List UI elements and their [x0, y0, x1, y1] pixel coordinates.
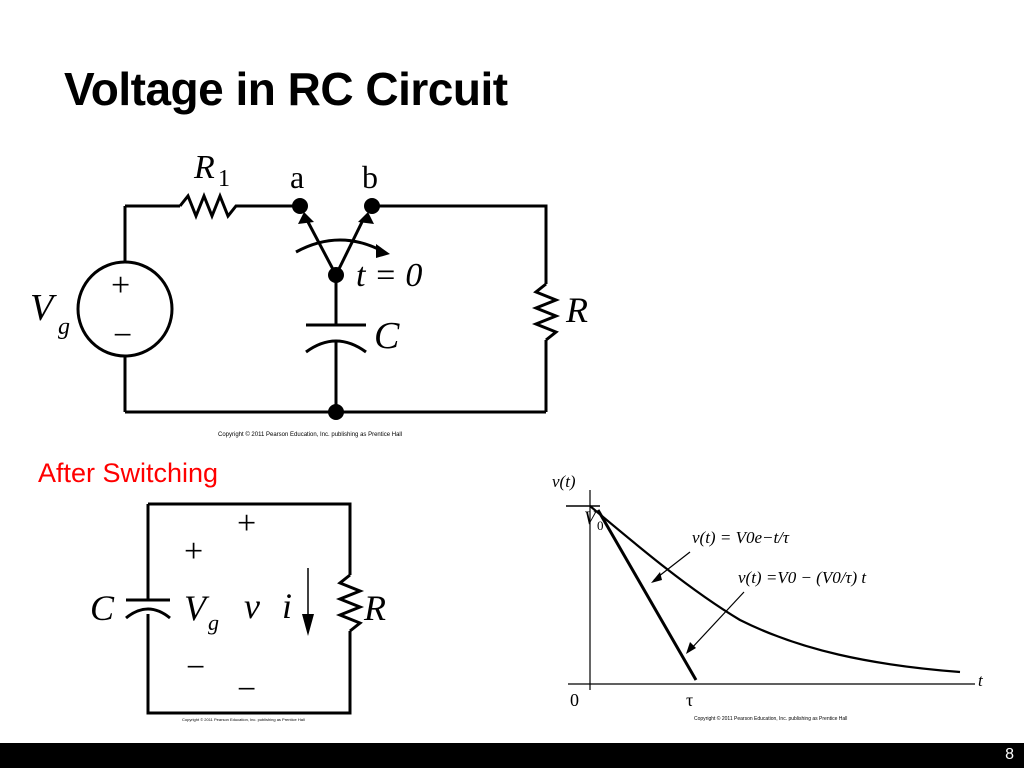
x-axis-label: t — [978, 671, 984, 690]
curve-callout-arrowhead — [651, 572, 662, 583]
v0-sub: 0 — [597, 518, 604, 533]
resistor-r1 — [178, 191, 244, 221]
rc-switch-circuit — [76, 191, 561, 414]
circuit1-nodes — [292, 198, 390, 420]
page-number: 8 — [1005, 746, 1014, 763]
graph-arrowheads — [651, 572, 696, 654]
capacitor-label: C — [374, 315, 400, 357]
after-switching-label: After Switching — [38, 458, 219, 488]
resistor-r2 — [335, 573, 365, 633]
bottom-node-dot — [328, 404, 344, 420]
switch-arm-a — [306, 221, 338, 276]
switch-arrow-right — [358, 212, 374, 224]
resistor2-label: R — [363, 588, 386, 628]
arc-arrowhead — [376, 244, 390, 258]
v-label: v — [244, 586, 260, 626]
tangent-callout-line — [689, 591, 745, 651]
resistor-r — [531, 282, 561, 342]
switch-pivot-dot — [328, 267, 344, 283]
tangent-line — [596, 509, 698, 681]
i-label: i — [282, 586, 292, 626]
graph-copyright: Copyright © 2011 Pearson Education, Inc.… — [694, 715, 847, 722]
tangent-callout-arrowhead — [686, 642, 696, 654]
tangent-formula: v(t) =V0 − (V0/τ) t — [738, 568, 867, 587]
capacitor2-label: C — [90, 588, 115, 628]
circuit2-copyright: Copyright © 2011 Pearson Education, Inc.… — [182, 717, 305, 722]
voltage-decay-graph — [566, 490, 975, 690]
rc-discharge-circuit — [125, 502, 365, 715]
source-plus: + — [111, 267, 130, 304]
minus-bottom: − — [237, 671, 256, 708]
switch-arc — [295, 238, 385, 254]
y-axis-label: v(t) — [552, 472, 576, 491]
circuit2-marks — [302, 614, 314, 636]
current-arrowhead — [302, 614, 314, 636]
resistor-label: R — [565, 290, 588, 330]
circuit1-copyright: Copyright © 2011 Pearson Education, Inc.… — [218, 431, 402, 438]
switch-time-label: t = 0 — [356, 257, 422, 294]
minus-left: − — [186, 649, 205, 686]
node-b-label: b — [362, 159, 378, 195]
origin-label: 0 — [570, 690, 579, 710]
r1-label: R — [193, 149, 215, 186]
node-a-dot — [292, 198, 308, 214]
r1-sub: 1 — [218, 166, 230, 192]
vg-label: V — [30, 287, 57, 329]
exponential-curve — [589, 505, 961, 674]
vg-sub: g — [58, 314, 70, 340]
bottom-bar: 8 — [0, 743, 1024, 768]
v0-label: V — [584, 508, 598, 529]
node-a-label: a — [290, 159, 304, 195]
switch-arrow-left — [298, 212, 314, 224]
curve-formula: v(t) = V0e−t/τ — [692, 528, 790, 547]
tau-label: τ — [686, 690, 693, 710]
plus-left: + — [184, 533, 203, 570]
circuit2-labels: C V g v i R + + − − Copyright © 2011 Pea… — [90, 505, 386, 722]
node-b-dot — [364, 198, 380, 214]
source-minus: − — [113, 317, 132, 354]
circuit1-labels: R 1 a b t = 0 V g + − C R Copyright © 20… — [30, 149, 588, 438]
slide-title: Voltage in RC Circuit — [64, 63, 508, 115]
graph-labels: v(t) t 0 V 0 τ v(t) = V0e−t/τ v(t) =V0 −… — [552, 472, 984, 722]
switch-arm-b — [334, 221, 364, 276]
vg2-sub: g — [208, 610, 219, 635]
capacitor2-plate-bottom — [125, 607, 171, 620]
plus-top: + — [237, 505, 256, 542]
voltage-source — [76, 260, 174, 358]
vg2-label: V — [184, 588, 210, 628]
